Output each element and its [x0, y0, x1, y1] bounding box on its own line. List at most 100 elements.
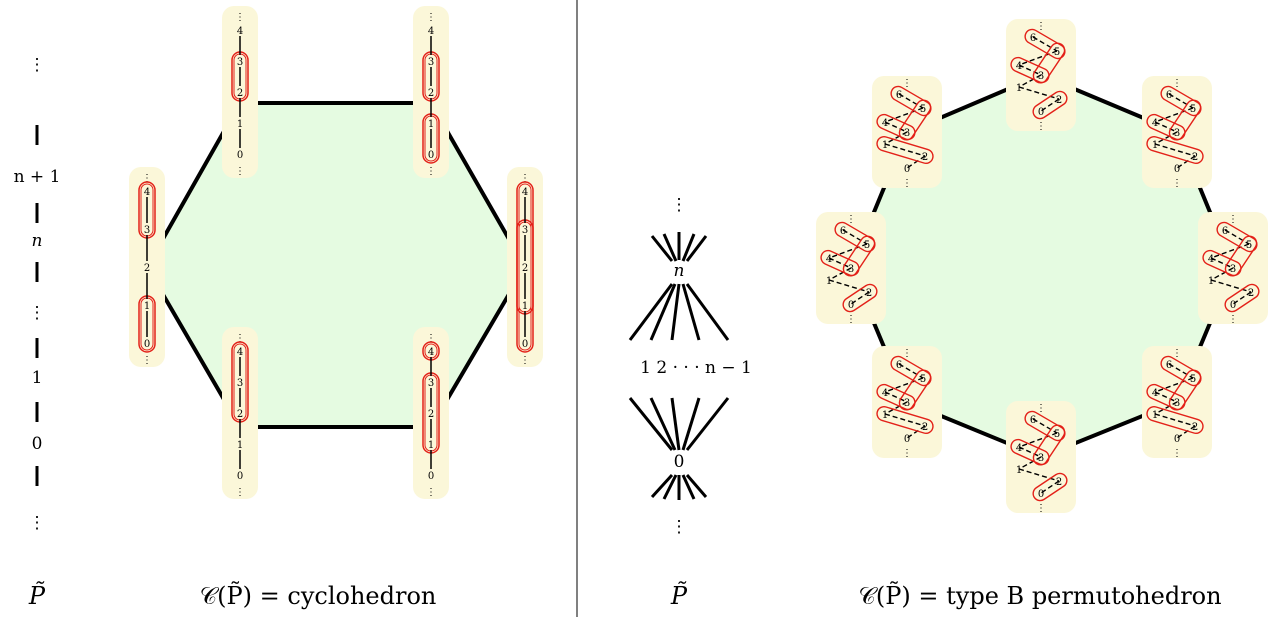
chain-node-label: 4	[237, 26, 243, 37]
poset-edge	[1154, 121, 1178, 133]
poset-node-label: 4	[1152, 388, 1158, 399]
poset-edge	[681, 283, 701, 341]
tube-outline	[876, 136, 934, 164]
chain-node-label: 0	[237, 471, 243, 482]
poset-edge	[650, 235, 674, 262]
poset-node-label: 3	[1174, 398, 1180, 409]
poset-node-label: 3	[1038, 453, 1044, 464]
tube-outline	[1024, 28, 1066, 60]
poset-edge	[649, 283, 677, 341]
poset-label-n: n	[674, 261, 685, 281]
chain-node-label: 1	[144, 301, 150, 312]
poset-node-label: 2	[866, 288, 872, 299]
poset-node-label: 2	[922, 152, 928, 163]
poset-edge	[850, 291, 870, 305]
poset-edge	[1154, 107, 1194, 123]
poset-edge	[670, 397, 681, 451]
poset-node-label: 3	[904, 128, 910, 139]
card-dots-top: ⋮	[902, 78, 912, 89]
poset-node-label: 5	[1246, 240, 1252, 251]
poset-edge	[1018, 74, 1042, 88]
poset-node-label: 2	[922, 422, 928, 433]
card-dots-bottom: ⋮	[1172, 448, 1182, 459]
tube-outline	[1224, 235, 1258, 277]
card-dots-top: ⋮	[1172, 348, 1182, 359]
tube-outline	[834, 221, 876, 253]
tube-outline	[1216, 221, 1258, 253]
poset-edge	[906, 155, 926, 169]
poset-edge	[1154, 143, 1196, 157]
tube-outline	[876, 113, 916, 141]
poset-node-label: 1	[1152, 140, 1158, 151]
tube-outline	[842, 235, 876, 277]
chain-node-label: 3	[522, 225, 528, 236]
chain-node-label: 0	[522, 339, 528, 350]
poset-node-label: 1	[826, 276, 832, 287]
poset-edge	[828, 267, 852, 281]
poset-edge	[1176, 155, 1196, 169]
poset-node-label: 4	[826, 254, 832, 265]
poset-node-label: 0	[848, 300, 854, 311]
poset-edge	[884, 391, 908, 403]
card-dots-bottom: ⋮	[1172, 178, 1182, 189]
poset-edge	[1032, 418, 1058, 434]
poset-node-label: 6	[1030, 33, 1036, 44]
card-dots-bottom: ⋮	[142, 355, 152, 366]
tube-outline	[890, 85, 932, 117]
poset-edge	[685, 283, 730, 341]
poset-edge	[884, 143, 926, 157]
poset-node-label: 6	[896, 90, 902, 101]
poset-edge	[884, 413, 926, 427]
poset-edge	[1018, 468, 1060, 482]
poset-edge	[681, 233, 696, 262]
card-dots-bottom: ⋮	[1228, 314, 1238, 325]
chain-node-label: 2	[522, 263, 528, 274]
poset-edge	[884, 107, 924, 123]
chain-node-label: 4	[237, 347, 243, 358]
poset-label-middle-row: 1 2 · · · n − 1	[640, 358, 752, 378]
poset-node-label: 0	[1230, 300, 1236, 311]
card-dots-top: ⋮	[235, 12, 245, 23]
poset-edge	[1224, 229, 1250, 245]
poset-edge	[681, 474, 696, 500]
card-dots-bottom: ⋮	[520, 355, 530, 366]
tube-outline	[1160, 85, 1202, 117]
right-polytope-caption: 𝒞(P̃) = type B permutohedron	[858, 582, 1221, 610]
chain-node-label: 3	[237, 57, 243, 68]
tube-outline	[842, 283, 878, 313]
poset-edge	[884, 377, 924, 393]
poset-edge	[670, 283, 681, 341]
left-polytope-caption: 𝒞(P̃) = cyclohedron	[200, 582, 437, 610]
right-poset-caption: P̃	[670, 582, 688, 610]
poset-edge	[1210, 267, 1234, 281]
poset-edge	[1018, 86, 1060, 100]
card-background	[413, 6, 449, 178]
poset-node-label: 3	[848, 264, 854, 275]
card-dots-top: ⋮	[426, 12, 436, 23]
poset-edge	[1210, 257, 1234, 269]
poset-node-label: 3	[1230, 264, 1236, 275]
poset-node-label: 6	[1030, 415, 1036, 426]
chain-node-label: 1	[237, 119, 243, 130]
poset-node-label: 5	[1190, 104, 1196, 115]
poset-dots-mid: ⋮	[29, 303, 46, 323]
poset-node-label: 3	[1038, 71, 1044, 82]
right-poset: ⋮ n 1 2 · · · n − 1 0 ⋮	[628, 195, 752, 537]
poset-edge	[1154, 377, 1194, 393]
card-background	[129, 167, 165, 367]
card-dots-bottom: ⋮	[426, 166, 436, 177]
poset-node-label: 4	[1016, 443, 1022, 454]
poset-node-label: 5	[1054, 47, 1060, 58]
card-dots-top: ⋮	[846, 214, 856, 225]
poset-label-n-plus-1: n + 1	[14, 167, 61, 187]
poset-dots-bottom: ⋮	[671, 517, 688, 537]
poset-edge	[1168, 363, 1194, 379]
poset-node-label: 6	[896, 360, 902, 371]
tube-outline	[1202, 249, 1242, 277]
poset-edge	[681, 397, 701, 451]
